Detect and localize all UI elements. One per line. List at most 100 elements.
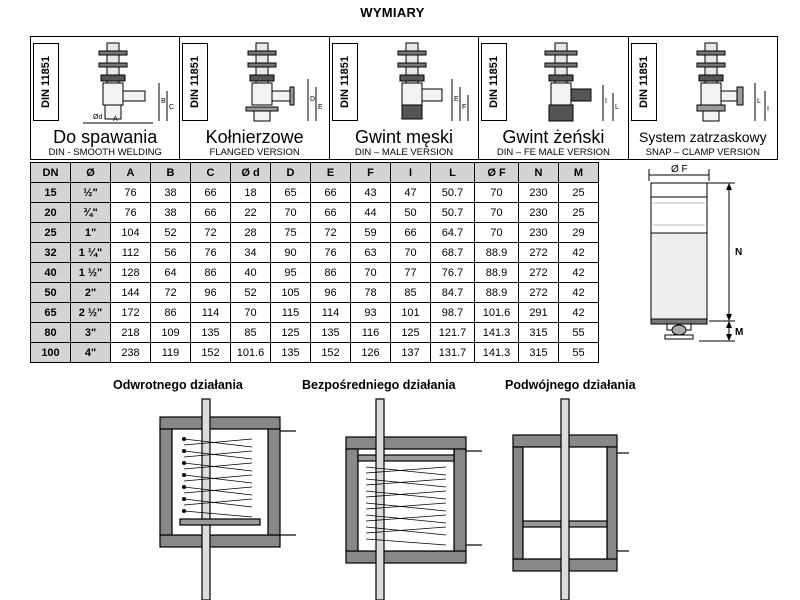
table-cell: 72: [150, 282, 191, 303]
table-cell: 152: [310, 342, 351, 363]
dn-cell: 50: [30, 282, 71, 303]
table-cell: 70: [474, 182, 519, 203]
table-cell: 112: [110, 242, 151, 263]
valve-drawing-female: I L: [544, 42, 619, 122]
svg-text:L: L: [757, 98, 761, 105]
version-name: Gwint żeński: [502, 127, 605, 147]
table-cell: 85: [230, 322, 271, 343]
table-cell: 114: [190, 302, 231, 323]
column-header: E: [310, 162, 351, 183]
actuator-title: Odwrotnego działania: [113, 378, 243, 392]
column-header: A: [110, 162, 151, 183]
table-cell: 135: [190, 322, 231, 343]
table-cell: 55: [558, 342, 599, 363]
double-actuator-drawing: [512, 398, 629, 600]
svg-text:E: E: [454, 96, 459, 103]
table-cell: 43: [350, 182, 391, 203]
table-cell: 86: [150, 302, 191, 323]
table-cell: 76: [190, 242, 231, 263]
table-cell: 68.7: [430, 242, 475, 263]
table-cell: 88.9: [474, 282, 519, 303]
table-cell: 96: [310, 282, 351, 303]
table-cell: 125: [390, 322, 431, 343]
table-cell: 70: [230, 302, 271, 323]
table-cell: 78: [350, 282, 391, 303]
table-cell: 66: [190, 182, 231, 203]
table-cell: 70: [474, 222, 519, 243]
bottom-label: M: [735, 327, 743, 338]
thread-size-cell: 1 ½": [70, 262, 111, 283]
din-standard-label: DIN 11851: [331, 43, 358, 121]
table-cell: 135: [270, 342, 311, 363]
table-cell: 315: [518, 342, 559, 363]
column-header: DN: [30, 162, 71, 183]
table-cell: 101.6: [230, 342, 271, 363]
table-cell: 84.7: [430, 282, 475, 303]
table-cell: 65: [270, 182, 311, 203]
svg-text:D: D: [310, 96, 315, 103]
version-subtitle: FLANGED VERSION: [209, 147, 300, 158]
table-cell: 52: [150, 222, 191, 243]
column-header: N: [518, 162, 559, 183]
table-cell: 230: [518, 202, 559, 223]
din-standard-label: DIN 11851: [33, 43, 59, 121]
table-cell: 66: [310, 202, 351, 223]
table-cell: 105: [270, 282, 311, 303]
dn-cell: 80: [30, 322, 71, 343]
version-male-thread: DIN 11851 E F Gwint męski DIN – MALE VER…: [330, 37, 480, 159]
table-cell: 18: [230, 182, 271, 203]
dn-cell: 25: [30, 222, 71, 243]
column-header: D: [270, 162, 311, 183]
table-cell: 38: [150, 202, 191, 223]
table-cell: 116: [350, 322, 391, 343]
table-cell: 75: [270, 222, 311, 243]
table-cell: 272: [518, 242, 559, 263]
table-cell: 76: [110, 182, 151, 203]
table-cell: 115: [270, 302, 311, 323]
column-header: M: [558, 162, 599, 183]
column-header: Ø: [70, 162, 111, 183]
valve-drawing-clamp: L I: [696, 42, 769, 122]
table-cell: 38: [150, 182, 191, 203]
thread-size-cell: 4": [70, 342, 111, 363]
height-label: N: [735, 247, 742, 258]
table-cell: 66: [190, 202, 231, 223]
diameter-label: Ø F: [671, 164, 688, 175]
dn-cell: 100: [30, 342, 71, 363]
svg-text:Ød: Ød: [93, 114, 102, 121]
valve-drawing-male: E F: [397, 42, 469, 121]
table-cell: 238: [110, 342, 151, 363]
version-name: Do spawania: [53, 127, 158, 147]
table-cell: 114: [310, 302, 351, 323]
thread-size-cell: 1": [70, 222, 111, 243]
column-header: C: [190, 162, 231, 183]
table-cell: 272: [518, 262, 559, 283]
table-cell: 86: [190, 262, 231, 283]
actuator-title: Podwójnego działania: [505, 378, 636, 392]
table-header-row: DN Ø A B C Ø d D E F I L Ø F N M: [30, 162, 599, 183]
column-header: Ø F: [474, 162, 519, 183]
table-cell: 109: [150, 322, 191, 343]
version-flanged: DIN 11851 D E Kołnierzowe FLANGED VERSIO…: [180, 37, 330, 159]
table-cell: 135: [310, 322, 351, 343]
actuator-title: Bezpośredniego działania: [302, 378, 456, 392]
svg-text:B: B: [161, 98, 166, 105]
table-cell: 28: [230, 222, 271, 243]
table-cell: 141.3: [474, 322, 519, 343]
table-cell: 101.6: [474, 302, 519, 323]
thread-size-cell: ½": [70, 182, 111, 203]
table-cell: 76.7: [430, 262, 475, 283]
table-cell: 96: [190, 282, 231, 303]
thread-size-cell: ¾": [70, 202, 111, 223]
column-header: Ø d: [230, 162, 271, 183]
svg-text:E: E: [318, 104, 323, 111]
table-cell: 44: [350, 202, 391, 223]
table-cell: 152: [190, 342, 231, 363]
